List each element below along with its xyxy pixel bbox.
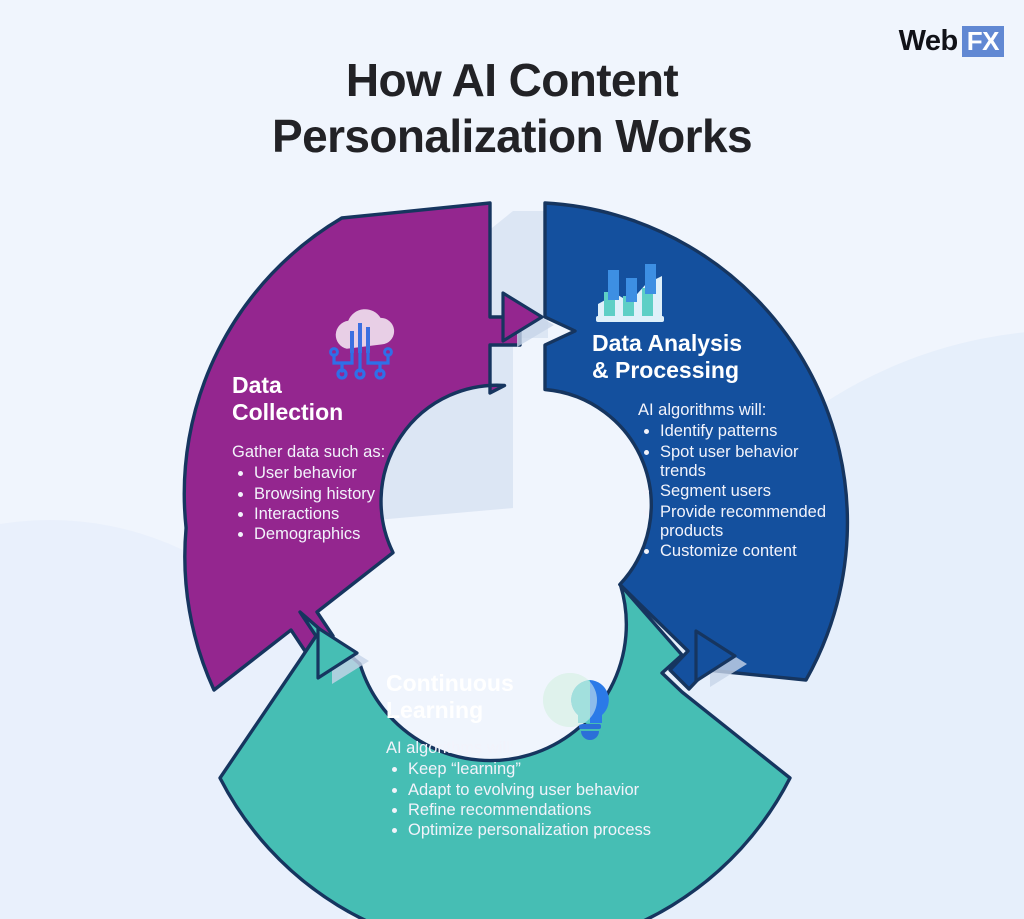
segment-intro-data-analysis: AI algorithms will: xyxy=(638,401,767,420)
segment-title-line-2: Collection xyxy=(232,399,344,426)
segment-text-continuous-learning: Continuous Learning AI algorithms will: … xyxy=(386,670,736,842)
lightbulb-icon xyxy=(540,672,620,749)
list-item: Interactions xyxy=(254,505,447,524)
segment-data-collection[interactable] xyxy=(182,201,522,692)
segment-text-data-analysis: Data Analysis & Processing AI algorithms… xyxy=(592,330,830,562)
segment-data-analysis[interactable] xyxy=(543,201,850,691)
webfx-logo[interactable]: Web FX xyxy=(899,24,1004,58)
segment-title-data-collection: Data Collection xyxy=(232,372,447,426)
segment-title-line-1: Data xyxy=(232,372,282,398)
list-item: Optimize personalization process xyxy=(408,821,736,840)
list-item: User behavior xyxy=(254,464,447,483)
list-item: Identify patterns xyxy=(660,422,830,441)
logo-text-web: Web xyxy=(898,24,959,57)
list-item: Browsing history xyxy=(254,485,447,504)
segment-list-continuous-learning: Keep “learning” Adapt to evolving user b… xyxy=(386,760,736,840)
bar-chart-icon xyxy=(594,262,666,329)
list-item: Customize content xyxy=(660,542,830,561)
arrow-learning-to-collection xyxy=(316,626,369,684)
list-item: Provide recommended products xyxy=(660,503,830,542)
segment-intro-data-collection: Gather data such as: xyxy=(232,443,386,462)
arrow-collection-to-analysis xyxy=(501,291,554,347)
segment-title-continuous-learning: Continuous Learning xyxy=(386,670,736,724)
page-title-line-2: Personalization Works xyxy=(272,110,753,163)
segment-title-line-1: Continuous xyxy=(386,670,514,696)
page-title-line-1: How AI Content xyxy=(345,54,679,106)
segment-intro-continuous-learning: AI algorithms will: xyxy=(386,739,515,758)
list-item: Keep “learning” xyxy=(408,760,736,779)
segment-title-line-2: & Processing xyxy=(592,357,739,384)
page-title: How AI Content Personalization Works xyxy=(0,52,1024,164)
segment-title-line-2: Learning xyxy=(386,697,484,724)
list-item: Segment users xyxy=(660,482,830,501)
list-item: Refine recommendations xyxy=(408,801,736,820)
segment-continuous-learning[interactable] xyxy=(218,583,792,919)
segment-list-data-analysis: Identify patterns Spot user behavior tre… xyxy=(638,422,830,561)
segment-title-data-analysis: Data Analysis & Processing xyxy=(592,330,830,384)
list-item: Spot user behavior trends xyxy=(660,443,830,482)
segment-title-line-1: Data Analysis xyxy=(592,330,742,356)
segment-list-data-collection: User behavior Browsing history Interacti… xyxy=(232,464,447,544)
segment-text-data-collection: Data Collection Gather data such as: Use… xyxy=(232,372,447,546)
logo-text-fx: FX xyxy=(961,25,1004,57)
arrow-analysis-to-learning xyxy=(694,629,747,687)
cloud-data-icon xyxy=(322,305,406,388)
list-item: Adapt to evolving user behavior xyxy=(408,781,736,800)
list-item: Demographics xyxy=(254,525,447,544)
